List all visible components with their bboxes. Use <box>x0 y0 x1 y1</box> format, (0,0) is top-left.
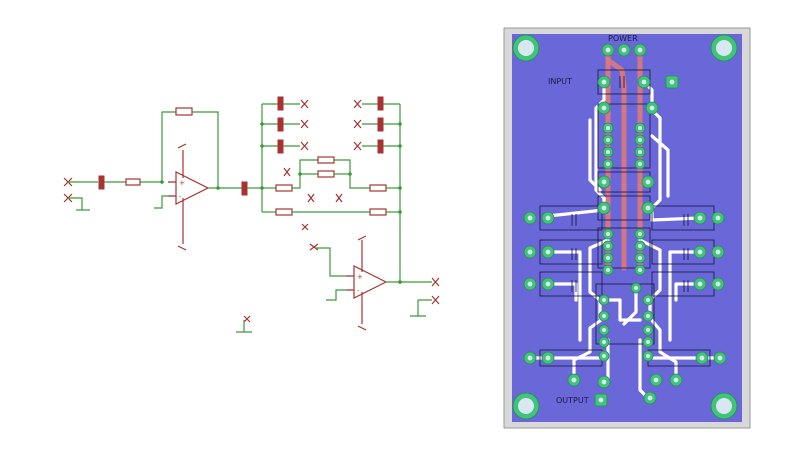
wire <box>316 247 346 277</box>
svg-text:-: - <box>357 287 360 295</box>
pcb-pads[interactable] <box>523 43 727 407</box>
svg-text:+: + <box>179 179 185 187</box>
input-label: INPUT <box>548 77 572 86</box>
svg-text:-: - <box>179 193 182 201</box>
input-resistor[interactable] <box>125 178 141 186</box>
pcb-view[interactable]: POWER INPUT OUTPUT <box>503 27 751 429</box>
no-connect-marker <box>309 243 319 251</box>
no-connect-marker <box>243 315 251 323</box>
signal-traces <box>528 80 722 402</box>
no-connect-marker <box>301 223 309 231</box>
wire <box>192 111 219 188</box>
wire <box>154 195 168 209</box>
filter-network[interactable] <box>262 156 400 216</box>
ground-symbol <box>410 300 426 317</box>
op-amp-1[interactable]: + - <box>168 143 210 251</box>
mounting-hole <box>512 34 738 420</box>
capacitor-bank-right[interactable] <box>353 96 400 154</box>
wire <box>326 289 346 301</box>
ground-symbol <box>236 320 252 333</box>
op-amp-2[interactable]: + - <box>346 235 388 331</box>
input-capacitor[interactable] <box>98 175 105 190</box>
svg-text:+: + <box>357 273 363 281</box>
schematic-view[interactable]: + - <box>63 96 440 333</box>
output-label: OUTPUT <box>556 396 589 405</box>
power-label: POWER <box>608 34 638 43</box>
wire <box>140 111 176 183</box>
capacitor-bank-left[interactable] <box>262 96 309 154</box>
wire <box>68 197 83 210</box>
output-terminal[interactable] <box>431 277 440 287</box>
output-terminal[interactable] <box>431 295 440 305</box>
coupling-capacitor[interactable] <box>241 181 248 196</box>
feedback-resistor[interactable] <box>175 107 193 116</box>
